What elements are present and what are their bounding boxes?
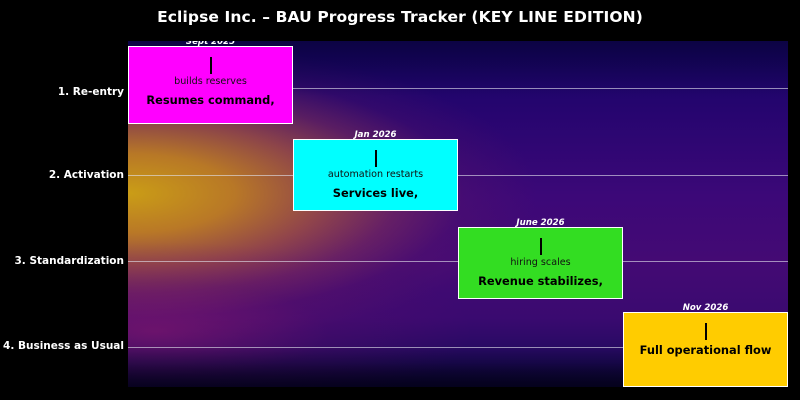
y-axis-label-re-entry: 1. Re-entry	[57, 86, 124, 98]
plot-area: Sept 2025 builds reserves Resumes comman…	[128, 41, 788, 387]
milestone-box-standardization[interactable]: June 2026 hiring scales Revenue stabiliz…	[458, 218, 623, 299]
gridline-2	[128, 175, 788, 176]
milestone-box-business-as-usual[interactable]: Nov 2026 Full operational flow	[623, 303, 788, 387]
gridline-1	[128, 88, 788, 89]
milestone-tick-icon-4	[704, 323, 707, 340]
milestone-label-4: Full operational flow	[639, 342, 772, 357]
milestone-sublabel-2: automation restarts	[327, 169, 424, 180]
page-title: Eclipse Inc. – BAU Progress Tracker (KEY…	[157, 8, 643, 26]
milestone-box-activation[interactable]: Jan 2026 automation restarts Services li…	[293, 130, 458, 211]
y-axis-label-activation: 2. Activation	[48, 169, 124, 181]
gridline-4	[128, 347, 788, 348]
milestone-tick-icon-3	[539, 238, 542, 255]
milestone-tick-icon-2	[374, 150, 377, 167]
milestone-label-1: Resumes command,	[146, 93, 275, 107]
y-axis-label-business-as-usual: 4. Business as Usual	[3, 340, 124, 352]
milestone-sublabel-3: hiring scales	[510, 257, 571, 268]
milestone-label-2: Services live,	[332, 186, 419, 200]
y-axis-label-standardization: 3. Standardization	[14, 255, 125, 267]
milestone-label-3: Revenue stabilizes,	[478, 274, 603, 288]
milestone-box-re-entry[interactable]: Sept 2025 builds reserves Resumes comman…	[128, 41, 293, 124]
milestone-sublabel-1: builds reserves	[174, 76, 247, 87]
milestone-tick-icon-1	[209, 57, 212, 74]
